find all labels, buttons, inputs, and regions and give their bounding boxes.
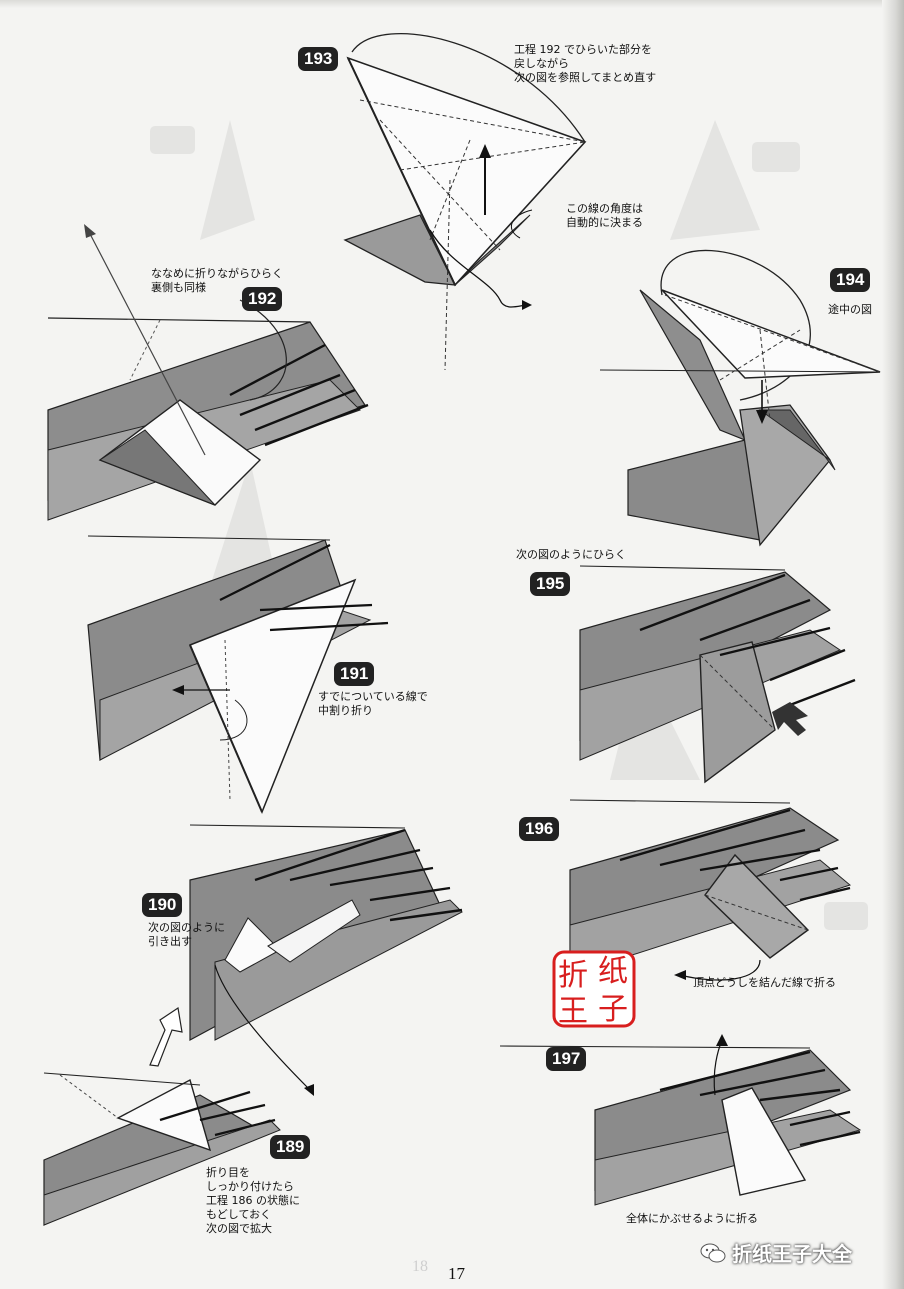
step-number-195: 195: [530, 572, 571, 596]
svg-text:折: 折: [558, 958, 588, 993]
caption-193: 工程 192 でひらいた部分を 戻しながら 次の図を参照してまとめ直す: [514, 43, 657, 84]
page-number: 17: [448, 1264, 465, 1283]
show-through-page-number: 18: [412, 1258, 428, 1275]
diagram-193: [343, 33, 587, 371]
step-number-192: 192: [242, 287, 283, 311]
diagram-197: [499, 1034, 862, 1206]
diagram-191: [87, 535, 389, 814]
step-number-194: 194: [830, 268, 871, 292]
page-edge-shadow: [882, 0, 904, 1289]
diagram-195: [579, 565, 856, 784]
caption-194: 途中の図: [828, 303, 872, 316]
caption-197: 全体にかぶせるように折る: [626, 1212, 758, 1225]
step-number-196: 196: [519, 817, 560, 841]
diagram-192: [47, 224, 369, 521]
caption-191: すでについている線で 中割り折り: [318, 690, 428, 717]
caption-195: 次の図のようにひらく: [516, 548, 626, 561]
caption-192: ななめに折りながらひらく 裏側も同様: [151, 267, 283, 294]
svg-text:纸: 纸: [598, 954, 628, 989]
diagram-190: [149, 824, 463, 1096]
diagram-196: [569, 799, 852, 981]
step-number-193: 193: [298, 47, 339, 71]
step-number-191: 191: [334, 662, 375, 686]
caption-190: 次の図のように 引き出す: [148, 921, 225, 948]
red-seal-stamp: 折 纸 王 子: [552, 950, 636, 1029]
caption-189: 折り目を しっかり付けたら 工程 186 の状態に もどしておく 次の図で拡大: [206, 1166, 300, 1235]
step-number-190: 190: [142, 893, 183, 917]
caption-196: 頂点どうしを結んだ線で折る: [693, 976, 836, 989]
page-top-shadow: [0, 0, 904, 8]
svg-text:子: 子: [598, 992, 628, 1027]
step-number-197: 197: [546, 1047, 587, 1071]
svg-text:王: 王: [558, 994, 588, 1029]
step-number-189: 189: [270, 1135, 311, 1159]
note-193-angle: この線の角度は 自動的に決まる: [566, 202, 643, 229]
diagram-194: [599, 249, 881, 547]
watermark-text: 折纸王子大全: [732, 1242, 852, 1266]
wechat-icon: [700, 1243, 726, 1262]
diagram-189: [43, 1072, 281, 1226]
wechat-watermark: 折纸王子大全: [700, 1238, 852, 1267]
